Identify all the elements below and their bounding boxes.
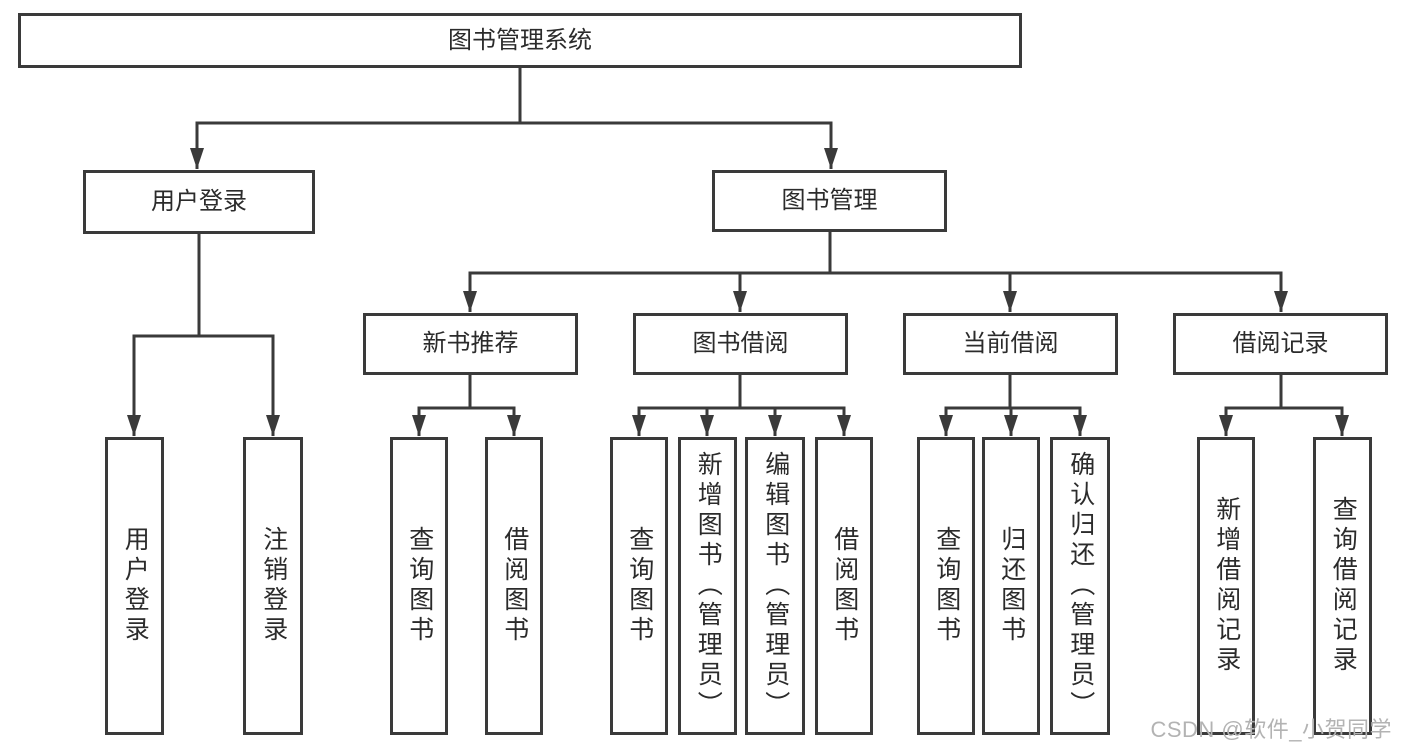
connector-borrow-records-elbow [1224, 375, 1344, 410]
leaf-label: 新增图书（管理员） [694, 451, 723, 721]
connector-current-borrow-elbow [944, 375, 1082, 410]
connector-book-borrow-elbow [637, 375, 846, 410]
leaf-label: 用户登录 [121, 526, 150, 646]
node-leaf-bb-edit-books-admin: 编辑图书（管理员） [745, 437, 805, 735]
node-leaf-nb-query-books: 查询图书 [390, 437, 448, 735]
node-new-books: 新书推荐 [363, 313, 578, 375]
leaf-label: 归还图书 [997, 526, 1026, 646]
node-book-borrow: 图书借阅 [633, 313, 848, 375]
node-leaf-br-add-record: 新增借阅记录 [1197, 437, 1255, 735]
node-root: 图书管理系统 [18, 13, 1022, 68]
node-borrow-records-label: 借阅记录 [1232, 330, 1329, 357]
node-user-login-label: 用户登录 [151, 188, 247, 215]
connector-user-login-elbow [132, 234, 275, 338]
node-leaf-nb-borrow-books: 借阅图书 [485, 437, 543, 735]
node-leaf-logout: 注销登录 [243, 437, 303, 735]
leaf-label: 查询借阅记录 [1329, 496, 1358, 676]
node-current-borrow: 当前借阅 [903, 313, 1118, 375]
node-leaf-cb-return-books: 归还图书 [982, 437, 1040, 735]
leaf-label: 借阅图书 [500, 526, 529, 646]
node-user-login: 用户登录 [83, 170, 315, 234]
node-leaf-bb-query-books: 查询图书 [610, 437, 668, 735]
csdn-watermark: CSDN @软件_小贺同学 [1150, 717, 1392, 742]
node-leaf-bb-add-books-admin: 新增图书（管理员） [678, 437, 737, 735]
leaf-label: 注销登录 [259, 526, 288, 646]
node-current-borrow-label: 当前借阅 [962, 330, 1059, 357]
node-book-borrow-label: 图书借阅 [692, 330, 789, 357]
node-borrow-records: 借阅记录 [1173, 313, 1388, 375]
leaf-label: 查询图书 [625, 526, 654, 646]
leaf-label: 确认归还（管理员） [1066, 451, 1095, 721]
leaf-label: 编辑图书（管理员） [761, 451, 790, 721]
connector-book-mgmt-elbow [468, 232, 1283, 275]
node-leaf-cb-query-books: 查询图书 [917, 437, 975, 735]
leaf-label: 借阅图书 [830, 526, 859, 646]
node-book-mgmt: 图书管理 [712, 170, 947, 232]
node-book-mgmt-label: 图书管理 [781, 187, 878, 214]
node-new-books-label: 新书推荐 [422, 330, 519, 357]
leaf-label: 查询图书 [405, 526, 434, 646]
node-leaf-bb-borrow-books: 借阅图书 [815, 437, 873, 735]
node-leaf-user-login: 用户登录 [105, 437, 164, 735]
node-root-label: 图书管理系统 [448, 26, 592, 54]
node-leaf-cb-confirm-return-admin: 确认归还（管理员） [1050, 437, 1110, 735]
leaf-label: 新增借阅记录 [1212, 496, 1241, 676]
leaf-label: 查询图书 [932, 526, 961, 646]
connector-root-elbow [195, 68, 833, 125]
node-leaf-br-query-record: 查询借阅记录 [1313, 437, 1372, 735]
connector-new-books-elbow [417, 375, 516, 410]
